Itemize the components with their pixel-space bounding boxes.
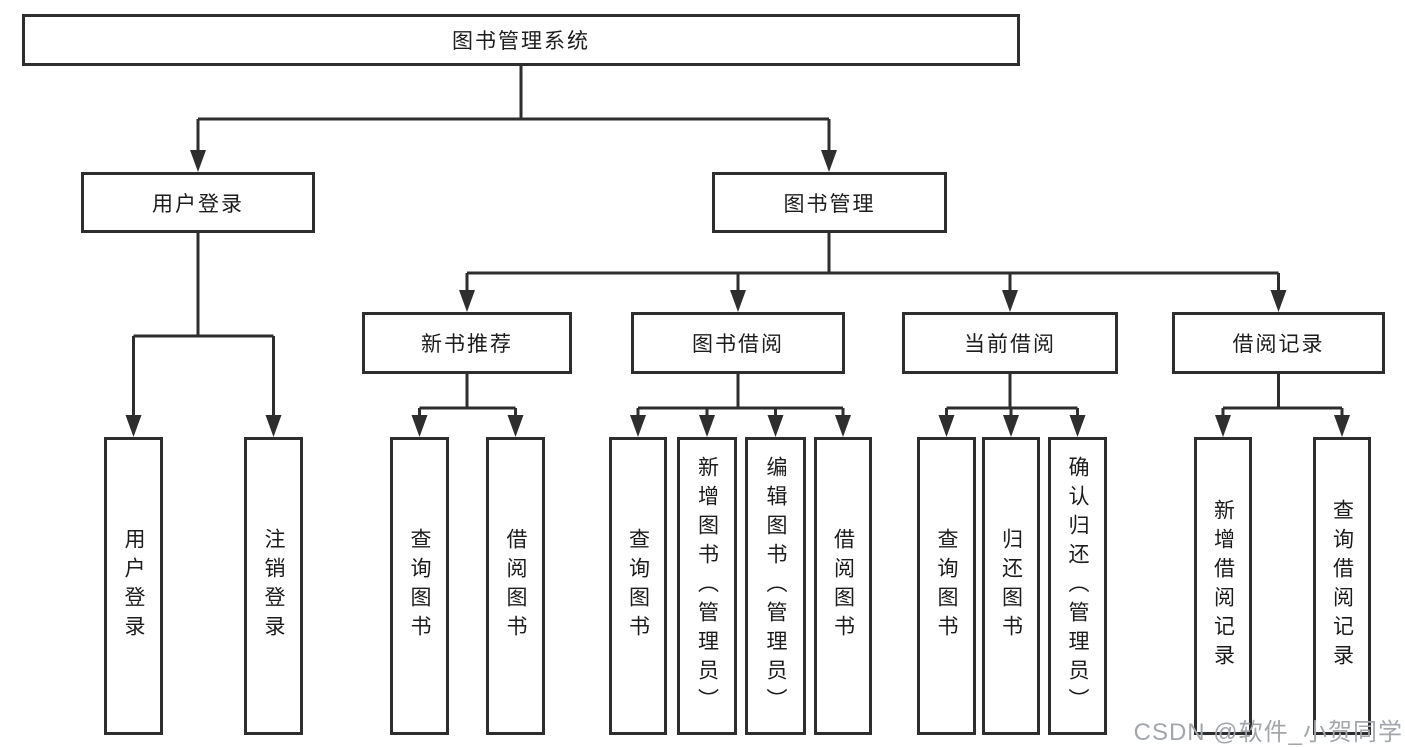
arrowhead xyxy=(1215,415,1231,437)
node-leaf-rec2-add-record: 新增借阅记录 xyxy=(1194,437,1252,735)
node-leaf-bor-borrow-books: 借阅图书 xyxy=(814,437,872,735)
arrowhead xyxy=(1334,415,1350,437)
edge-book-borrow-to-leaves xyxy=(630,374,851,437)
node-current-borrow: 当前借阅 xyxy=(902,312,1118,374)
edge-root-to-level2 xyxy=(190,66,837,172)
arrowhead xyxy=(821,150,837,172)
arrowhead xyxy=(938,415,955,437)
node-book-mgmt: 图书管理 xyxy=(712,172,947,233)
edge-current-borrow-to-leaves xyxy=(938,374,1086,437)
node-leaf-rec-query-books: 查询图书 xyxy=(390,437,449,735)
node-leaf-bor-edit-books-admin: 编辑图书（管理员） xyxy=(745,437,806,735)
node-root: 图书管理系统 xyxy=(22,14,1020,66)
arrowhead xyxy=(699,415,715,437)
node-leaf-cur-return-books: 归还图书 xyxy=(982,437,1040,735)
arrowhead xyxy=(265,415,282,437)
node-leaf-rec2-query-record: 查询借阅记录 xyxy=(1313,437,1371,735)
arrowhead xyxy=(835,415,851,437)
edge-user-login-to-leaves xyxy=(125,233,282,437)
node-leaf-cur-confirm-return-admin: 确认归还（管理员） xyxy=(1048,437,1107,735)
node-user-login: 用户登录 xyxy=(81,172,315,233)
node-leaf-bor-add-books-admin: 新增图书（管理员） xyxy=(677,437,737,735)
arrowhead xyxy=(1069,415,1086,437)
edge-borrow-record-to-leaves xyxy=(1215,374,1350,437)
arrowhead xyxy=(1002,290,1018,312)
node-leaf-bor-query-books: 查询图书 xyxy=(609,437,667,735)
arrowhead xyxy=(411,415,428,437)
csdn-watermark: CSDN @软件_小贺同学 xyxy=(1133,719,1403,746)
arrowhead xyxy=(459,290,475,312)
arrowhead xyxy=(1003,415,1019,437)
arrowhead xyxy=(1270,290,1287,312)
edge-new-book-rec-to-leaves xyxy=(411,374,524,437)
node-new-book-rec: 新书推荐 xyxy=(362,312,572,374)
node-leaf-cur-query-books: 查询图书 xyxy=(917,437,976,735)
arrowhead xyxy=(507,415,524,437)
node-borrow-record: 借阅记录 xyxy=(1172,312,1385,374)
node-leaf-logout: 注销登录 xyxy=(244,437,303,735)
edge-book-mgmt-to-level3 xyxy=(459,233,1287,312)
arrowhead xyxy=(730,290,746,312)
arrowhead xyxy=(767,415,784,437)
arrowhead xyxy=(190,150,206,172)
arrowhead xyxy=(630,415,646,437)
node-leaf-user-login: 用户登录 xyxy=(104,437,163,735)
arrowhead xyxy=(125,415,142,437)
node-leaf-rec-borrow-books: 借阅图书 xyxy=(486,437,545,735)
node-book-borrow: 图书借阅 xyxy=(631,312,845,374)
